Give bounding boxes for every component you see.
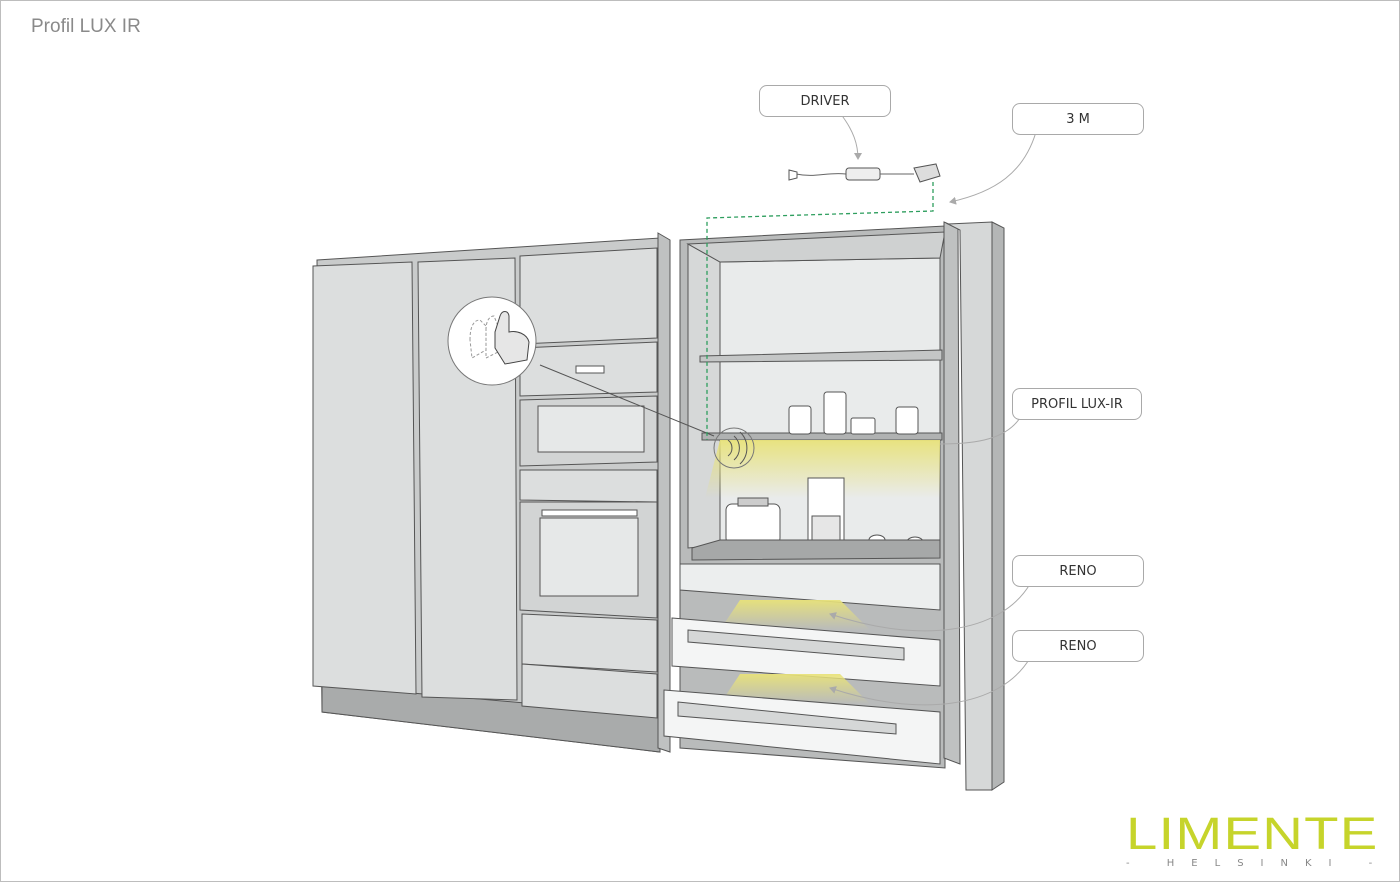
shelf-upper [699,349,943,363]
logo-brand: LIMENTE [1126,808,1379,859]
drawer-top [679,563,941,611]
cabinet-door-1 [312,261,417,695]
reno-label-1: RENO [1012,555,1144,587]
limente-logo: LIMENTE - HELSINKI - [1126,811,1390,869]
driver-label: DRIVER [759,85,891,117]
light-glow-profile [705,440,940,498]
reno-1-arrow [829,583,1031,632]
profile-label: PROFIL LUX-IR [1012,388,1142,420]
cable-length-label: 3 M [1012,103,1144,135]
cable-3m [706,182,934,440]
upper-cabinet-door [519,247,658,345]
hand-gesture-icon [447,296,537,386]
driver-arrow [839,112,862,160]
page-title: Profil LUX IR [31,16,141,37]
profile-arrow [939,417,1021,445]
reno-2-arrow [829,657,1031,706]
light-glow-reno-2 [720,674,870,704]
right-door [946,221,993,791]
light-glow-reno-1 [720,600,870,630]
sensor-callout-line [539,364,715,437]
countertop [691,539,941,561]
reno-label-2: RENO [1012,630,1144,662]
open-pantry-cabinet [657,221,1005,791]
logo-sub: - HELSINKI - [1126,858,1390,869]
ir-sensor-icon [713,427,755,469]
driver-device [788,163,941,183]
cable-arrow [949,131,1037,205]
